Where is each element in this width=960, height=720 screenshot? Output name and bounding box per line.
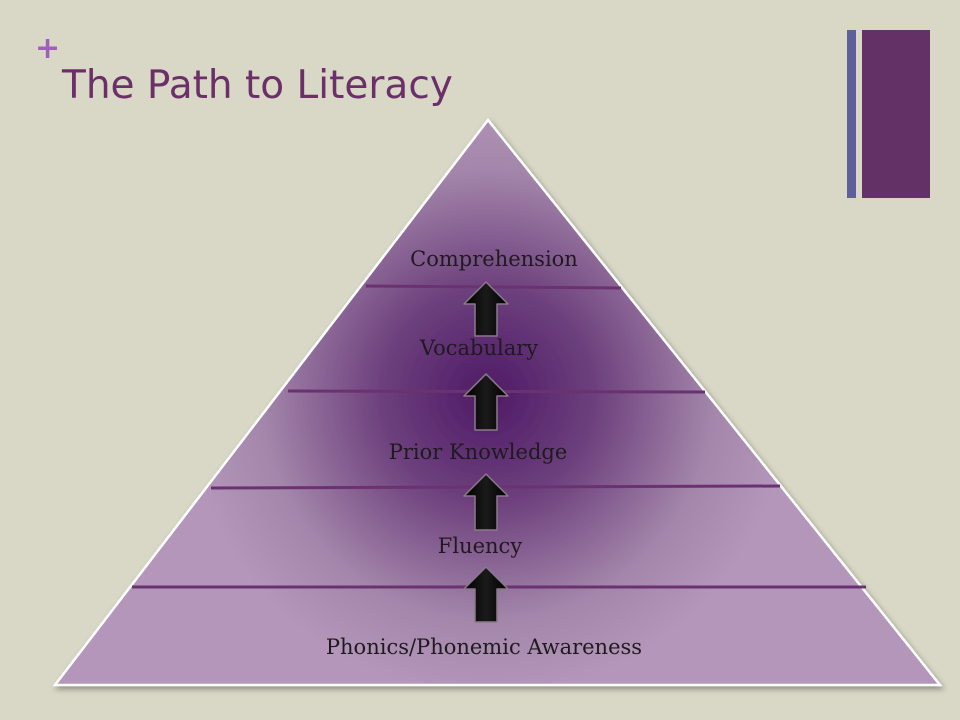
arrow-up-icon [463, 281, 509, 337]
level-label-comprehension: Comprehension [410, 247, 578, 271]
level-label-fluency: Fluency [438, 534, 523, 558]
plus-icon: + [35, 31, 61, 66]
decor-bar-thick [862, 30, 930, 198]
arrow-up-icon [463, 566, 509, 623]
arrow-up-icon [463, 373, 509, 431]
decor-bar-thin [847, 30, 856, 198]
level-label-phonics: Phonics/Phonemic Awareness [326, 635, 642, 659]
level-label-vocabulary: Vocabulary [419, 336, 538, 360]
level-divider [365, 284, 622, 290]
arrow-up-icon [463, 473, 509, 531]
level-label-prior-knowledge: Prior Knowledge [389, 440, 568, 464]
slide-title: The Path to Literacy [62, 63, 453, 108]
